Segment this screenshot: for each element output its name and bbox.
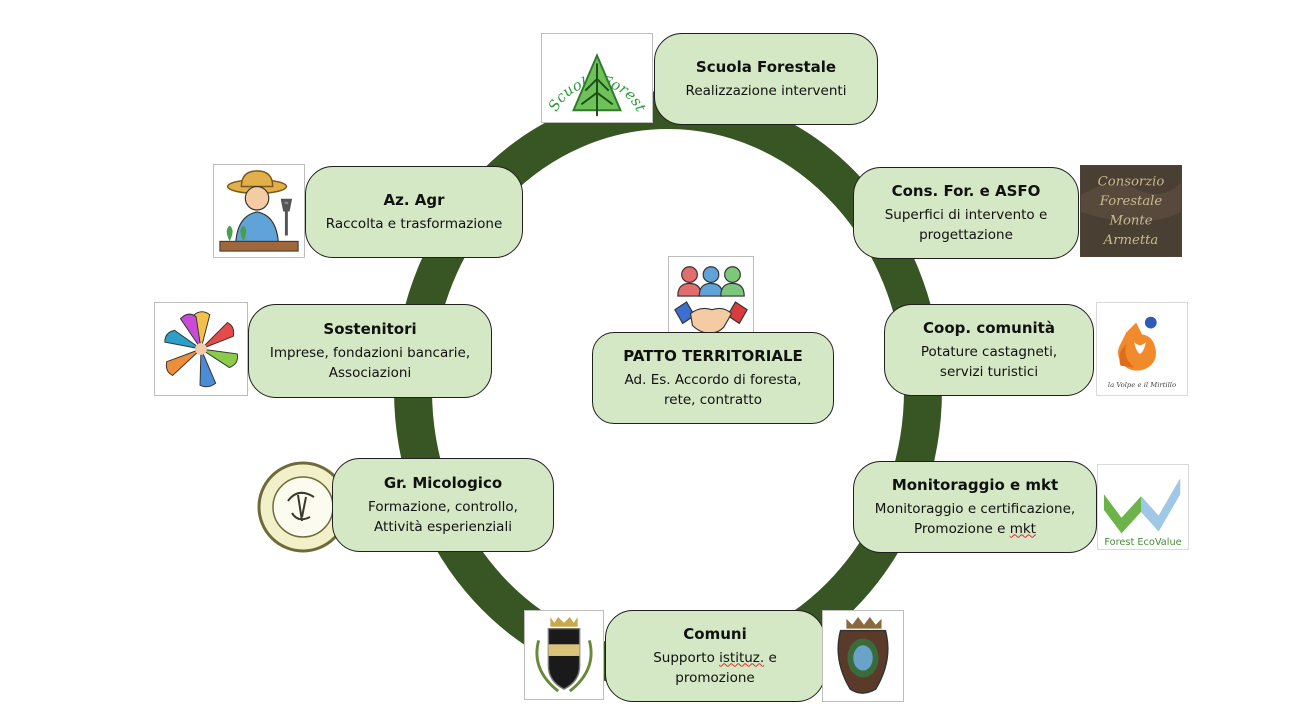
- cons-logo-line2: Forestale: [1099, 194, 1163, 209]
- cons-logo-line4: Armetta: [1103, 233, 1159, 248]
- monit-logo-caption: Forest EcoValue: [1104, 537, 1181, 548]
- coat-of-arms-right-icon: [822, 610, 904, 702]
- coop-title: Coop. comunità: [923, 318, 1055, 337]
- micol-title: Gr. Micologico: [383, 473, 503, 492]
- people-circle-icon: [154, 302, 248, 396]
- consorzio-forestale-logo: Consorzio Forestale Monte Armetta: [1080, 165, 1182, 257]
- comuni-line1-c: e: [764, 649, 777, 666]
- gr-micologico-box: Gr. Micologico Formazione, controllo, At…: [332, 458, 554, 552]
- coop-comunita-box: Coop. comunità Potature castagneti, serv…: [884, 304, 1094, 396]
- monit-line1: Monitoraggio e certificazione,: [874, 500, 1076, 517]
- scuola-title: Scuola Forestale: [695, 57, 837, 76]
- az-agr-box: Az. Agr Raccolta e trasformazione: [305, 166, 523, 258]
- fox-logo: la Volpe e il Mirtillo: [1096, 302, 1188, 396]
- coop-logo-caption: la Volpe e il Mirtillo: [1108, 381, 1176, 389]
- scuola-line1: Realizzazione interventi: [685, 82, 847, 99]
- cons-title: Cons. For. e ASFO: [891, 181, 1041, 200]
- cons-line2: progettazione: [919, 226, 1013, 243]
- cons-line1: Superfici di intervento e: [884, 206, 1048, 223]
- comuni-line1-a: Supporto: [653, 649, 720, 666]
- monitoraggio-box: Monitoraggio e mkt Monitoraggio e certif…: [853, 461, 1097, 553]
- cons-logo-line3: Monte: [1108, 214, 1152, 229]
- comuni-title: Comuni: [683, 624, 747, 643]
- scuola-forestale-box: Scuola Forestale Realizzazione intervent…: [654, 33, 878, 125]
- comuni-line1: Supporto istituz. e: [653, 648, 777, 668]
- comuni-line1-b: istituz.: [719, 649, 765, 666]
- forest-ecovalue-logo: Forest EcoValue: [1097, 464, 1189, 550]
- coop-line1: Potature castagneti,: [920, 343, 1058, 360]
- sost-title: Sostenitori: [323, 319, 417, 338]
- handshake-people-icon: [668, 256, 754, 341]
- farmer-icon: [213, 164, 305, 258]
- sost-line2: Associazioni: [328, 364, 412, 381]
- comuni-line2: promozione: [675, 669, 755, 686]
- cons-for-box: Cons. For. e ASFO Superfici di intervent…: [853, 167, 1079, 259]
- patto-territoriale-box: PATTO TERRITORIALE Ad. Es. Accordo di fo…: [592, 332, 834, 424]
- patto-title: PATTO TERRITORIALE: [623, 346, 803, 365]
- micol-line1: Formazione, controllo,: [368, 498, 518, 515]
- cons-logo-line1: Consorzio: [1098, 175, 1165, 190]
- monit-title: Monitoraggio e mkt: [891, 475, 1059, 494]
- sost-line1: Imprese, fondazioni bancarie,: [269, 344, 471, 361]
- patto-line2: rete, contratto: [664, 391, 762, 408]
- micol-line2: Attività esperienziali: [374, 518, 512, 535]
- comuni-box: Comuni Supporto istituz. e promozione: [605, 610, 825, 702]
- monit-line2-b: mkt: [1009, 520, 1036, 537]
- scuola-forestale-logo: Scuola Forestale di Ormea: [541, 33, 653, 123]
- agr-line1: Raccolta e trasformazione: [325, 215, 503, 232]
- agr-title: Az. Agr: [383, 190, 445, 209]
- monit-line2-a: Promozione e: [914, 520, 1010, 537]
- coat-of-arms-left-icon: [524, 610, 604, 700]
- sostenitori-box: Sostenitori Imprese, fondazioni bancarie…: [248, 304, 492, 398]
- patto-line1: Ad. Es. Accordo di foresta,: [624, 371, 802, 388]
- monit-line2: Promozione e mkt: [914, 519, 1036, 539]
- coop-line2: servizi turistici: [939, 363, 1039, 380]
